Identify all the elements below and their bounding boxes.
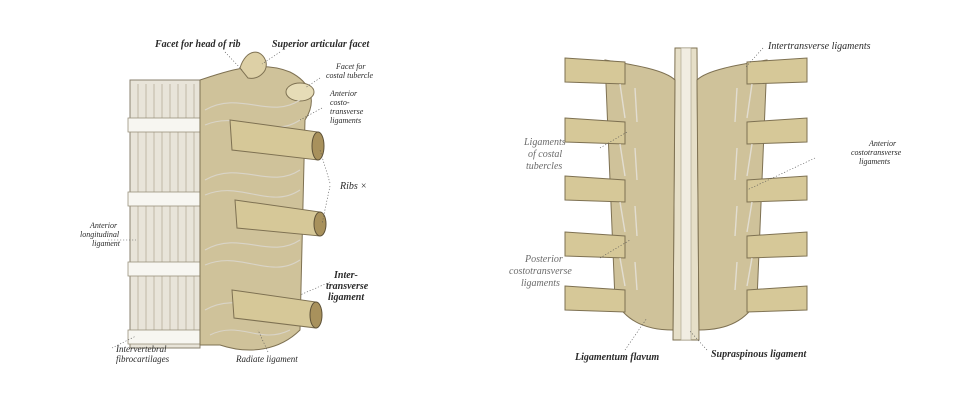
label-anterior-longitudinal-line1: Anterior (89, 221, 118, 230)
label-anterior-longitudinal-line2: longitudinal (80, 230, 120, 239)
lateral-costovertebral-figure: Facet for head of rib Superior articular… (80, 39, 373, 364)
rib-lower-cut-end (309, 301, 323, 329)
ribs-right (746, 57, 808, 313)
ribs (229, 119, 327, 329)
label-anterior-costotransverse-line4: ligaments (330, 116, 361, 125)
rib-middle-cut-end (313, 211, 327, 237)
label-posterior-costotransverse-line3: ligaments (521, 278, 560, 289)
label-facet-head-of-rib: Facet for head of rib (154, 39, 241, 50)
label-costal-tubercles-line3: tubercles (526, 161, 562, 172)
label-anterior-costotransverse-right-line2: costotransverse (851, 148, 902, 157)
label-intertransverse-ligaments: Intertransverse ligaments (767, 41, 871, 52)
label-intervertebral-line1: Intervertebral (115, 344, 167, 354)
left-leader-lines (108, 51, 331, 353)
label-posterior-costotransverse-line2: costotransverse (509, 266, 572, 277)
label-anterior-costotransverse-right-line3: ligaments (859, 157, 890, 166)
label-facet-costal-tubercle-line1: Facet for (335, 62, 366, 71)
posterior-costovertebral-illustration: Intertransverse ligaments Ligaments of c… (509, 41, 902, 363)
label-intervertebral-line2: fibrocartilages (116, 354, 170, 364)
label-anterior-costotransverse-line3: transverse (330, 107, 364, 116)
label-anterior-costotransverse-line1: Anterior (329, 89, 358, 98)
lateral-costovertebral-illustration: Facet for head of rib Superior articular… (80, 39, 373, 364)
superior-articular-facet (239, 51, 267, 79)
label-anterior-longitudinal-line3: ligament (92, 239, 121, 248)
facet-costal-tubercle (285, 82, 315, 102)
label-costal-tubercles-line1: Ligaments (523, 137, 566, 148)
supraspinous-ligament (680, 47, 692, 341)
label-posterior-costotransverse-line1: Posterior (524, 254, 563, 265)
ribs-left (564, 57, 626, 313)
label-costal-tubercles-line2: of costal (528, 149, 562, 160)
label-ribs: Ribs × (339, 181, 367, 192)
posterior-costovertebral-figure: Intertransverse ligaments Ligaments of c… (485, 0, 970, 400)
label-ligamentum-flavum: Ligamentum flavum (574, 352, 659, 363)
label-facet-costal-tubercle-line2: costal tubercle (326, 71, 373, 80)
ligament-strands (619, 83, 753, 291)
rib-upper-cut-end (311, 131, 325, 161)
label-intertransverse-line3: ligament (328, 292, 365, 303)
label-anterior-costotransverse-right-line1: Anterior (868, 139, 897, 148)
label-anterior-costotransverse-line2: costo- (330, 98, 350, 107)
label-supraspinous-ligament: Supraspinous ligament (711, 349, 808, 360)
intervertebral-discs (127, 117, 205, 345)
right-leader-lines (599, 47, 816, 351)
label-radiate-ligament: Radiate ligament (235, 354, 298, 364)
label-superior-articular-facet: Superior articular facet (272, 39, 370, 50)
label-intertransverse-line1: Inter- (333, 270, 358, 281)
label-intertransverse-line2: transverse (326, 281, 369, 292)
